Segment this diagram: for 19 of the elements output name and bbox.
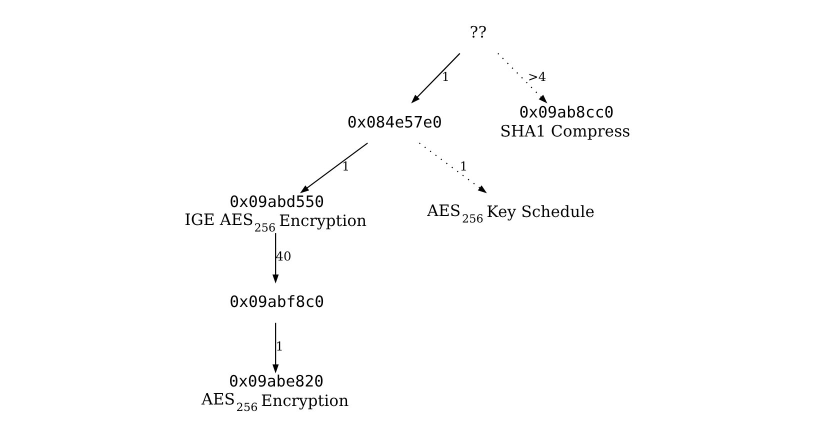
- arrow: [418, 142, 486, 194]
- edge-label: 40: [275, 250, 291, 264]
- edge-label: 1: [441, 70, 450, 84]
- arrow: [410, 53, 460, 104]
- node-text: 0x09abd550 IGE AES$_{256}$ Encryption: [184, 192, 366, 235]
- node-text: 0x084e57e0: [346, 112, 442, 132]
- node-text: 0x09abf8c0: [229, 292, 324, 312]
- node-text: 0x09ab8cc0 SHA1 Compress: [500, 102, 630, 140]
- arrow: [497, 53, 547, 104]
- node-text: 0x09abe820 AES$_{256}$ Encryption: [201, 372, 348, 414]
- edge-label: >4: [528, 70, 546, 84]
- edge-label: 1: [341, 160, 350, 174]
- arrow: [272, 233, 278, 284]
- arrow: [300, 142, 368, 194]
- arrow: [272, 322, 278, 374]
- node-text: AES$_{256}$ Key Schedule: [426, 201, 594, 226]
- node-text: ??: [469, 22, 486, 42]
- edge-label: 1: [459, 160, 468, 174]
- edge-label: 1: [275, 339, 283, 354]
